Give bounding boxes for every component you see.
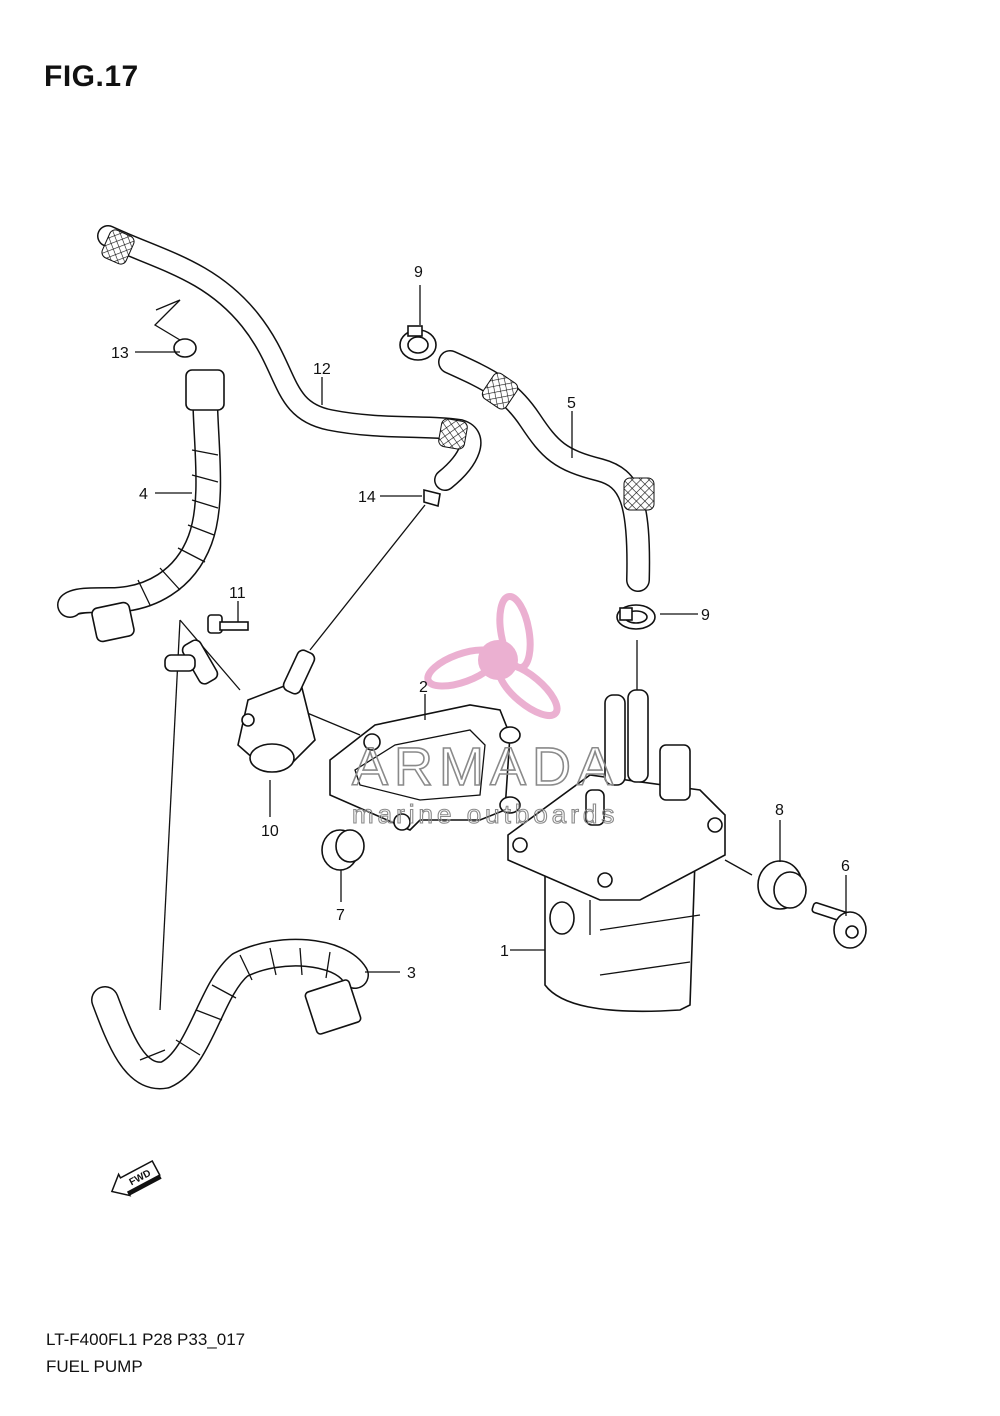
callout-8: 8: [775, 802, 784, 819]
bracket-2: [329, 704, 521, 831]
bolt-6: [811, 902, 867, 949]
callout-3: 3: [407, 965, 416, 982]
hose-12: [97, 225, 482, 491]
hose-3: [91, 938, 369, 1090]
clamp-9-top: [399, 325, 437, 361]
callout-10: 10: [261, 823, 279, 840]
grommet-8: [757, 860, 807, 910]
leader-hose4-valve: [179, 619, 241, 691]
leader-pump-grommet: [724, 859, 753, 876]
hose-4: [57, 369, 225, 643]
leader-valve-bracket: [299, 709, 361, 736]
callout-14: 14: [358, 489, 376, 506]
bolt-11: [207, 614, 249, 634]
leader-hose4-hose3: [159, 619, 181, 1011]
callout-11: 11: [229, 585, 246, 602]
forward-arrow-icon: FWD: [110, 1159, 162, 1197]
leader-clip14-valve: [309, 504, 426, 651]
callout-13: 13: [111, 345, 129, 362]
fuel-pump-1: [507, 689, 726, 1013]
callout-12: 12: [313, 361, 331, 378]
watermark-logo-icon: [424, 592, 561, 720]
clip-14: [423, 488, 441, 508]
callout-2: 2: [419, 679, 428, 696]
figure-title: FIG.17: [44, 60, 139, 93]
figure-code: LT-F400FL1 P28 P33_017: [46, 1330, 246, 1349]
hose-5: [438, 350, 655, 592]
callout-9-bottom: 9: [701, 607, 710, 624]
callout-1: 1: [500, 943, 509, 960]
watermark-tagline: marine outboards: [352, 799, 618, 829]
valve-10: [164, 639, 316, 773]
callout-6: 6: [841, 858, 850, 875]
callout-7: 7: [336, 907, 345, 924]
callout-5: 5: [567, 395, 576, 412]
watermark-brand: ARMADA: [352, 737, 619, 797]
figure-caption: FUEL PUMP: [46, 1357, 143, 1376]
grommet-7: [321, 829, 365, 871]
clamp-13: [153, 299, 197, 358]
callout-4: 4: [139, 486, 148, 503]
clamp-9-bottom: [616, 604, 656, 630]
callout-9-top: 9: [414, 264, 423, 281]
